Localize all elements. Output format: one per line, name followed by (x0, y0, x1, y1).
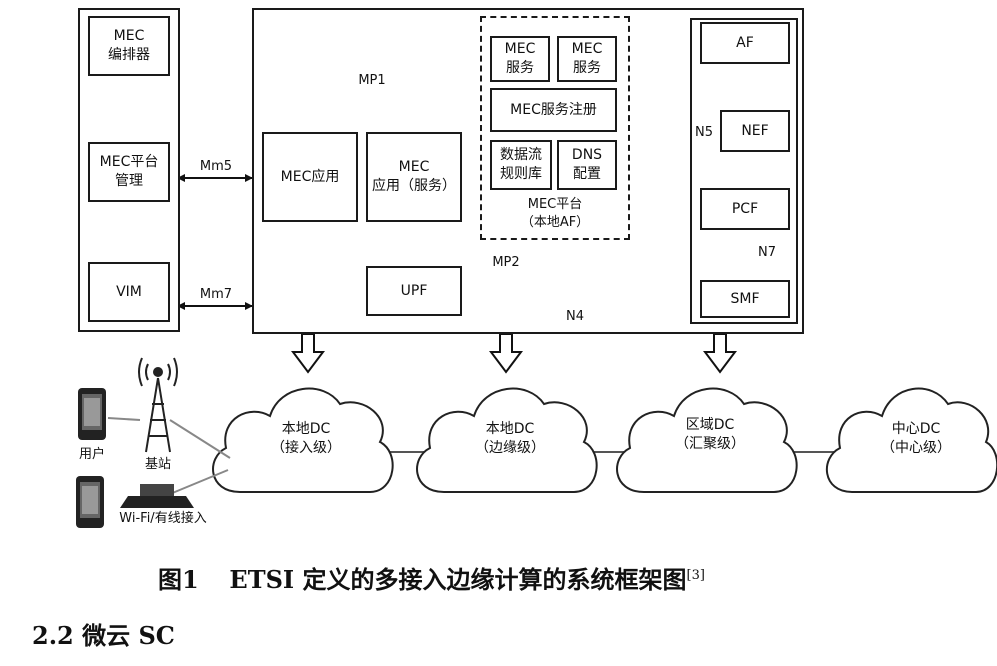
nef-label: NEF (741, 122, 769, 139)
core-network-box (690, 18, 798, 324)
cloud-label-regional: 区域DC （汇聚级） (675, 417, 745, 452)
mec-service-registry-label: MEC服务注册 (510, 101, 597, 118)
hollow-arrows (291, 333, 737, 374)
figure-number: 图1 (158, 565, 199, 594)
cloud-label-local-access: 本地DC （接入级） (271, 421, 341, 456)
router-icon (120, 484, 194, 508)
vim-box: VIM (88, 262, 170, 322)
smf-label: SMF (730, 290, 760, 307)
mec-app-box: MEC应用 (262, 132, 358, 222)
cloud-local-edge (416, 387, 598, 493)
user-label: 用户 (78, 447, 105, 462)
pcf-box: PCF (700, 188, 790, 230)
dns-config-box: DNS 配置 (557, 140, 617, 190)
mec-app-service-box: MEC 应用（服务） (366, 132, 462, 222)
mec-orchestrator-box: MEC 编排器 (88, 16, 170, 76)
traffic-rules-label: 数据流 规则库 (500, 147, 542, 182)
n7-label: N7 (758, 245, 776, 260)
figure-title: ETSI 定义的多接入边缘计算的系统框架图 (229, 565, 687, 594)
dns-config-label: DNS 配置 (571, 147, 603, 182)
smf-box: SMF (700, 280, 790, 318)
mec-platform-label: MEC平台 （本地AF） (520, 197, 590, 230)
upf-label: UPF (400, 282, 428, 299)
cloud-local-access (212, 387, 394, 493)
cloud-label-local-edge: 本地DC （边缘级） (475, 421, 545, 456)
vim-label: VIM (116, 283, 142, 300)
mec-service-label-2: MEC 服务 (571, 41, 603, 76)
mec-platform-management-label: MEC平台 管理 (99, 154, 159, 189)
phone-icon-wifi (76, 476, 104, 528)
figure-reference: [3] (686, 568, 705, 583)
mm5-label: Mm5 (199, 159, 233, 174)
mec-platform-management-box: MEC平台 管理 (88, 142, 170, 202)
wifi-label: Wi-Fi/有线接入 (119, 511, 207, 526)
cloud-central (825, 387, 997, 493)
af-box: AF (700, 22, 790, 64)
mp1-label: MP1 (358, 73, 386, 88)
phone-icon-user (78, 388, 106, 440)
down-arrow-2 (489, 333, 523, 374)
mec-service-box-1: MEC 服务 (490, 36, 550, 82)
mec-service-box-2: MEC 服务 (557, 36, 617, 82)
nef-box: NEF (720, 110, 790, 152)
mec-app-label: MEC应用 (280, 168, 340, 185)
access-links (107, 417, 231, 495)
mec-orchestrator-label: MEC 编排器 (108, 28, 150, 63)
mec-service-label-1: MEC 服务 (504, 41, 536, 76)
mec-service-registry-box: MEC服务注册 (490, 88, 617, 132)
cloud-label-central: 中心DC （中心级） (881, 421, 951, 456)
base-station-icon (138, 357, 178, 453)
mm7-label: Mm7 (199, 287, 233, 302)
traffic-rules-box: 数据流 规则库 (490, 140, 552, 190)
pcf-label: PCF (731, 200, 759, 217)
down-arrow-1 (291, 333, 325, 374)
n4-label: N4 (566, 309, 584, 324)
mec-platform-dashed-box (480, 16, 630, 240)
upf-box: UPF (366, 266, 462, 316)
figure-caption: 图1 ETSI 定义的多接入边缘计算的系统框架图[3] (158, 560, 705, 595)
down-arrow-3 (703, 333, 737, 374)
cloud-regional (616, 387, 798, 493)
af-label: AF (736, 34, 754, 51)
mec-app-service-label: MEC 应用（服务） (372, 159, 456, 194)
n5-label: N5 (695, 125, 713, 140)
base-station-label: 基站 (144, 457, 171, 472)
section-heading: 2.2 微云 SC (32, 621, 175, 650)
mp2-label: MP2 (492, 255, 520, 270)
